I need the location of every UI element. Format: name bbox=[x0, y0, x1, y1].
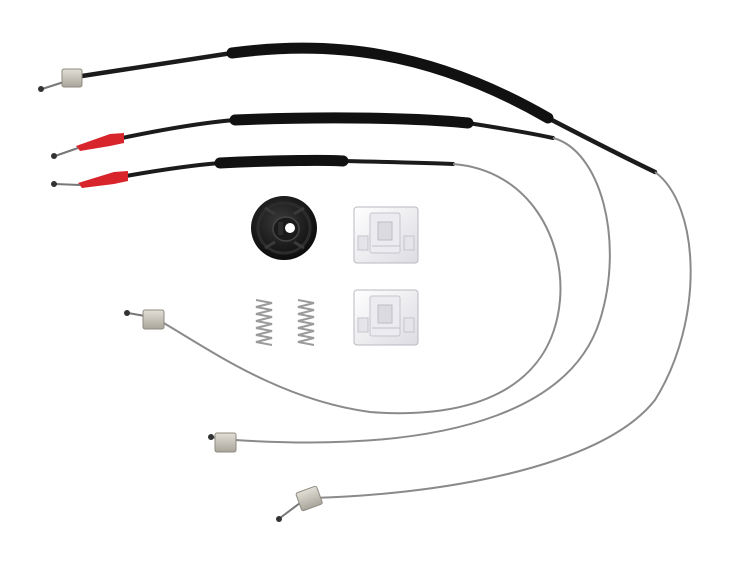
cable-lower-tail-wire bbox=[127, 312, 146, 317]
cable-middle bbox=[51, 112, 611, 453]
spring-right bbox=[297, 299, 315, 346]
cable-lower bbox=[51, 154, 562, 415]
cable-middle-end-wire bbox=[54, 147, 79, 157]
cable-middle-tail-ferrule bbox=[214, 432, 237, 453]
cable-top bbox=[38, 42, 692, 522]
cable-middle-thick-sleeve bbox=[229, 112, 474, 129]
cable-top-end-ball bbox=[38, 86, 44, 92]
cable-middle-wire bbox=[234, 137, 611, 444]
cable-middle-end-ball bbox=[51, 153, 57, 159]
cable-lower-red-end bbox=[78, 171, 128, 188]
cable-top-tail-ball bbox=[276, 516, 282, 522]
sliding-clip-top bbox=[353, 206, 419, 264]
cable-top-tail-ferrule bbox=[295, 485, 323, 512]
spring-left bbox=[255, 299, 273, 346]
pulley-wheel-hub bbox=[285, 223, 295, 233]
cable-lower-end-ball bbox=[51, 181, 57, 187]
cable-lower-tail-ferrule bbox=[142, 309, 165, 330]
cable-lower-wire bbox=[161, 163, 562, 415]
cable-top-thick-sleeve bbox=[226, 42, 554, 124]
cable-middle-tail-ball bbox=[208, 434, 214, 440]
cable-lower-tail-ball bbox=[124, 310, 130, 316]
cable-lower-end-wire bbox=[54, 183, 81, 186]
cable-middle-red-end bbox=[76, 133, 124, 151]
cable-top-tail-wire bbox=[279, 502, 301, 519]
pulley-wheel bbox=[251, 196, 317, 260]
sliding-clip-bottom bbox=[353, 289, 419, 346]
cable-top-ferrule bbox=[61, 68, 83, 88]
cable-top-wire bbox=[311, 171, 692, 499]
cable-lower-thick-sleeve bbox=[214, 154, 349, 169]
